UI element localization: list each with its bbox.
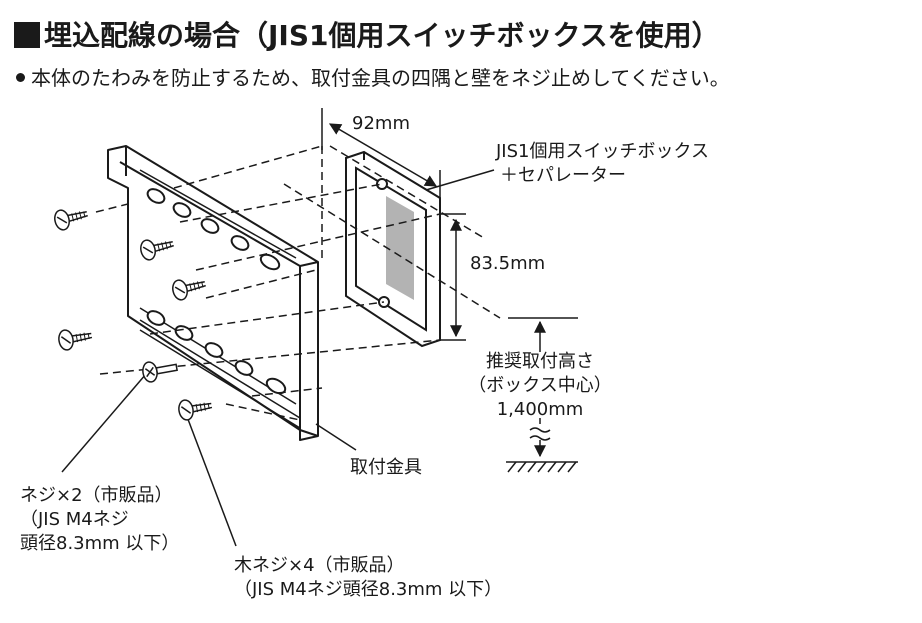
wood-screw-icon [178,399,213,421]
height-dimension [440,213,466,341]
height-value-label: 1,400mm [496,399,584,420]
separator-panel [386,196,414,300]
bullet-dot-icon [16,73,25,82]
leader-lines [61,169,495,547]
width-dimension [321,108,441,198]
box-center-label: （ボックス中心） [468,375,612,396]
screw-label-line1: ネジ×2（市販品） [20,485,173,506]
separator-label: ＋セパレーター [500,165,626,186]
section-heading-text: 埋込配線の場合（JIS1個用スイッチボックスを使用） [44,19,720,52]
switch-box-label: JIS1個用スイッチボックス [496,141,709,162]
instruction-note: 本体のたわみを防止するため、取付金具の四隅と壁をネジ止めしてください。 [14,62,730,91]
switch-box [345,150,441,348]
screw-icon [142,361,178,383]
mounting-bracket [107,145,319,441]
wood-screw-label-line2: （JIS M4ネジ頭径8.3mm 以下） [234,579,503,600]
recommended-height-marker [506,317,578,473]
recommended-height-label: 推奨取付高さ [486,351,594,372]
wood-screw-icon [172,279,206,301]
section-heading: 埋込配線の場合（JIS1個用スイッチボックスを使用） [14,14,720,54]
screw-label-line3: 頭径8.3mm 以下） [20,533,180,554]
screw-label-line2: （JIS M4ネジ [20,509,129,530]
wood-screw-label-line1: 木ネジ×4（市販品） [234,555,405,576]
wood-screw-icon [140,239,174,261]
width-label: 92mm [352,113,410,134]
wood-screw-icon [58,329,93,351]
wood-screw-icon [54,209,88,231]
bracket-label: 取付金具 [350,457,422,478]
instruction-note-text: 本体のたわみを防止するため、取付金具の四隅と壁をネジ止めしてください。 [31,66,730,90]
height-label: 83.5mm [470,253,546,274]
square-bullet-icon [14,22,40,48]
